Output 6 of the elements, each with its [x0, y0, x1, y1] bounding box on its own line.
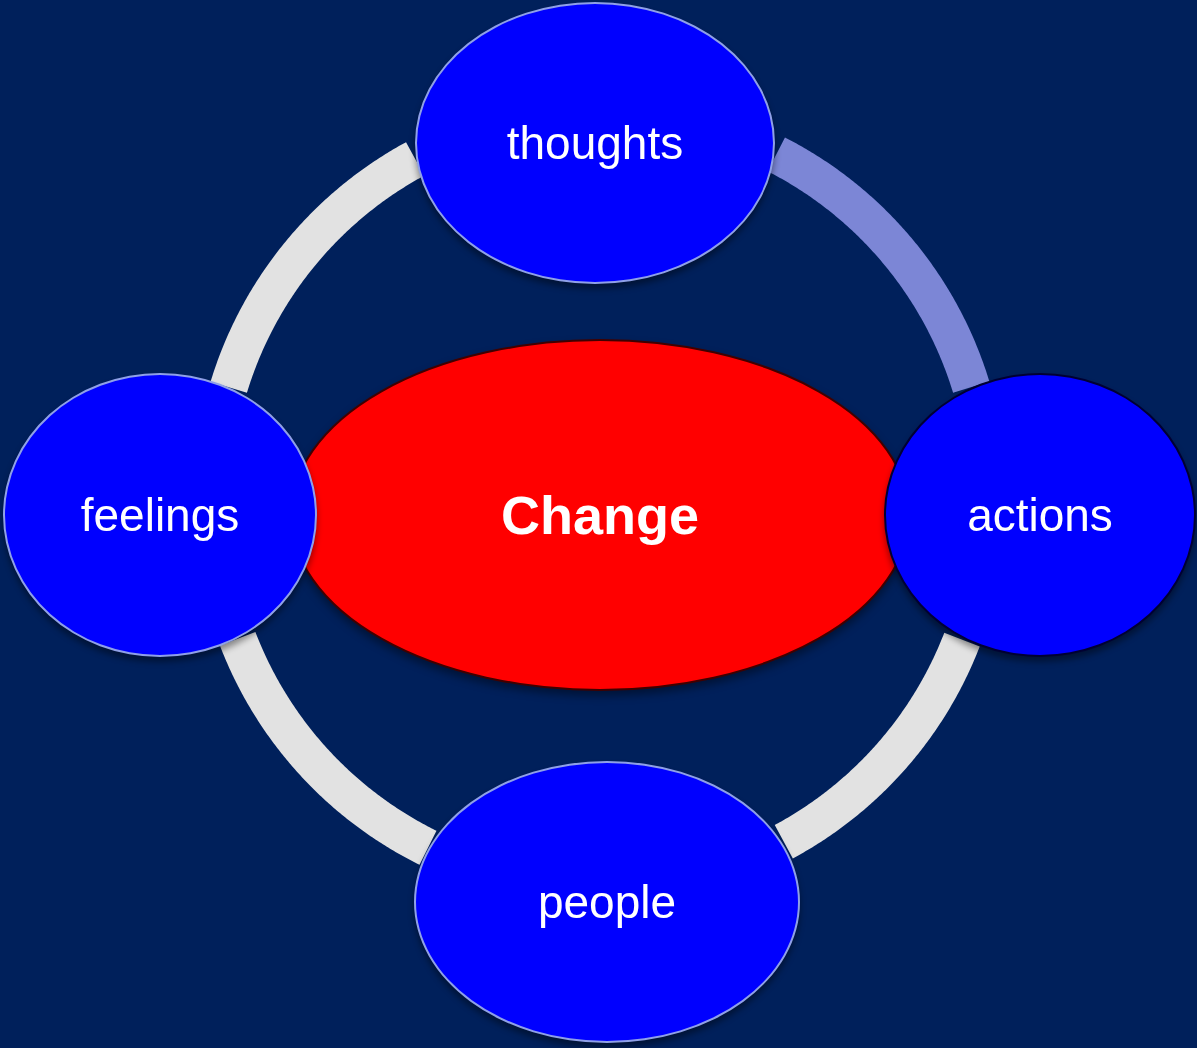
center-ellipse [302, 339, 898, 691]
node-label: actions [967, 488, 1113, 542]
node-label: Change [501, 484, 699, 546]
node-label: feelings [80, 488, 240, 542]
node-label: people [537, 875, 677, 929]
node-label: thoughts [506, 116, 684, 170]
